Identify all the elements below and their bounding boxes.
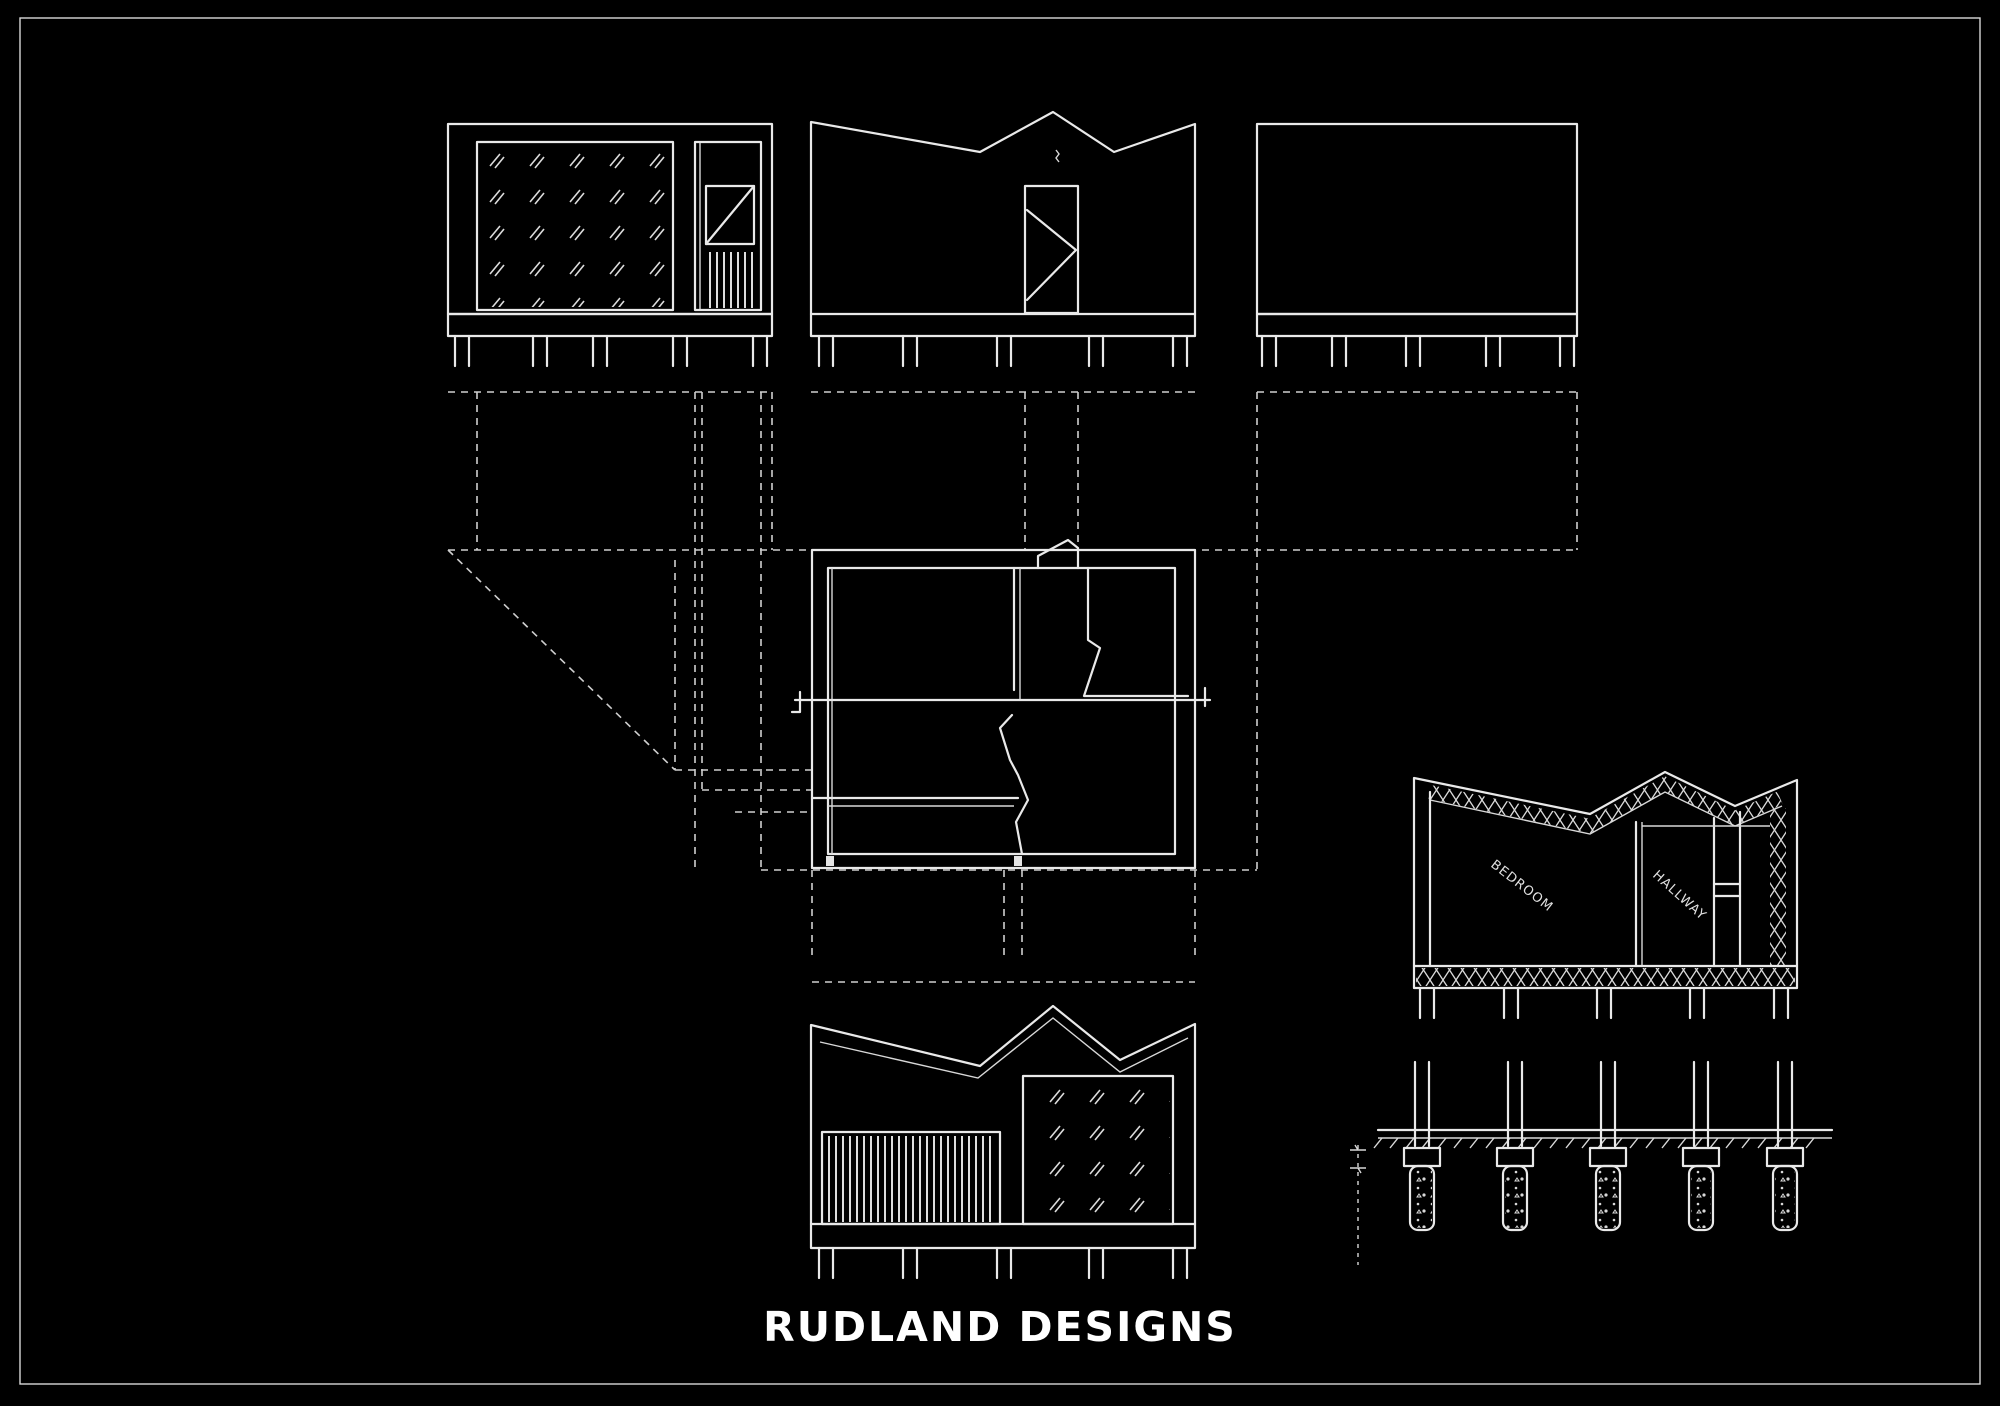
sheet-border bbox=[19, 17, 1981, 1385]
elevation-left bbox=[446, 122, 774, 368]
timber-cladding bbox=[704, 252, 756, 308]
room-label-bedroom: BEDROOM bbox=[1488, 857, 1556, 915]
floor-joists bbox=[1416, 968, 1795, 986]
piers bbox=[817, 1246, 1189, 1280]
glazing-panel bbox=[480, 145, 670, 307]
pier-footing bbox=[1402, 1060, 1442, 1232]
room-label-hallway: HALLWAY bbox=[1649, 868, 1709, 924]
projection-lines bbox=[447, 391, 1578, 983]
pier-footing bbox=[1495, 1060, 1535, 1232]
elevation-bottom bbox=[809, 1004, 1197, 1280]
piers bbox=[453, 334, 769, 368]
foundation-detail bbox=[1350, 1060, 1834, 1265]
ground-hatch bbox=[1373, 1137, 1815, 1149]
drawing-title: RUDLAND DESIGNS bbox=[763, 1303, 1237, 1351]
elevation-right bbox=[1255, 122, 1579, 368]
pier-footing bbox=[1681, 1060, 1721, 1232]
wall-insulation bbox=[1770, 808, 1786, 966]
pier-footing bbox=[1765, 1060, 1805, 1232]
glazing-panel bbox=[1026, 1079, 1170, 1221]
timber-cladding bbox=[826, 1136, 996, 1222]
building-section: BEDROOM HALLWAY bbox=[1412, 770, 1799, 1020]
elevation-middle bbox=[809, 110, 1197, 368]
piers bbox=[817, 334, 1189, 368]
pier-footing bbox=[1588, 1060, 1628, 1232]
roof-truss bbox=[1428, 776, 1783, 834]
piers bbox=[1418, 986, 1790, 1020]
floor-plan bbox=[790, 538, 1212, 870]
piers bbox=[1260, 334, 1576, 368]
